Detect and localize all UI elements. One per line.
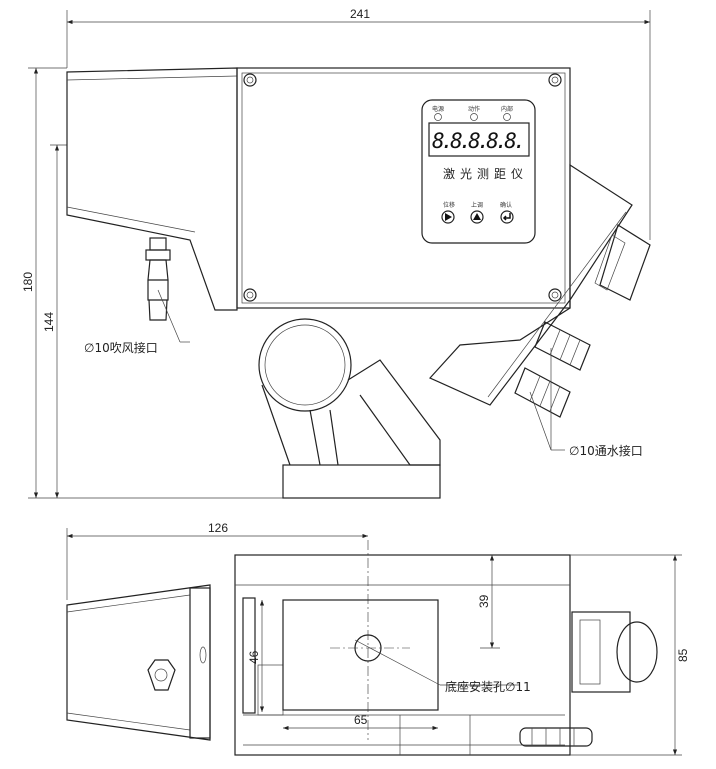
dimension-46: 46 xyxy=(247,600,265,712)
button-label: 位移 xyxy=(443,201,455,209)
dimension-126: 126 xyxy=(66,521,368,600)
nut-icon xyxy=(147,659,176,691)
water-nozzle xyxy=(534,321,591,371)
dimension-85: 85 xyxy=(570,554,690,756)
hole-label: 底座安装孔∅11 xyxy=(445,679,531,694)
led-label: 动作 xyxy=(468,105,480,113)
front-view: 241 180 144 ∅10吹风接口 xyxy=(21,7,651,499)
dimension-65: 65 xyxy=(283,713,438,731)
seven-segment-display: 8.8.8.8.8. xyxy=(432,129,526,153)
bottom-view: 126 底座安装孔∅11 39 xyxy=(66,521,690,756)
dim-label: 65 xyxy=(354,713,368,727)
play-right-icon xyxy=(445,213,452,221)
button-label: 上调 xyxy=(471,201,483,209)
main-enclosure xyxy=(236,67,571,309)
dimension-180: 180 xyxy=(21,67,283,499)
screw-icon xyxy=(548,73,562,87)
enter-icon xyxy=(502,213,511,221)
sensor-housing xyxy=(429,163,651,406)
dim-label: 241 xyxy=(350,7,370,21)
led-label: 电源 xyxy=(432,105,444,113)
mounting-base xyxy=(258,318,441,499)
dim-label: 144 xyxy=(42,312,56,332)
led-internal-icon xyxy=(503,113,511,121)
water-nozzle xyxy=(514,367,571,418)
dimension-241: 241 xyxy=(66,7,651,240)
bottom-connector xyxy=(571,611,658,693)
screw-icon xyxy=(243,288,257,302)
mounting-hole xyxy=(354,634,382,662)
air-nozzle xyxy=(145,237,190,343)
triangle-up-icon xyxy=(473,213,481,220)
dimension-144: 144 xyxy=(42,144,67,498)
dimension-39: 39 xyxy=(477,555,500,649)
air-port-label: ∅10吹风接口 xyxy=(84,340,158,355)
panel-title: 激光测距仪 xyxy=(443,167,528,181)
screw-icon xyxy=(243,73,257,87)
dim-label: 126 xyxy=(208,521,228,535)
up-button[interactable] xyxy=(470,210,484,224)
dim-label: 39 xyxy=(477,594,491,608)
bottom-water-nozzles xyxy=(519,727,593,747)
led-action-icon xyxy=(470,113,478,121)
air-hood xyxy=(66,67,238,311)
bottom-enclosure xyxy=(234,554,571,756)
control-panel: 电源 动作 内部 8.8.8.8.8. 激光测距仪 位移 上调 确认 xyxy=(421,99,536,244)
shift-button[interactable] xyxy=(441,210,455,224)
led-label: 内部 xyxy=(501,105,513,113)
bottom-hood xyxy=(66,584,211,741)
dim-label: 46 xyxy=(247,650,261,664)
button-label: 确认 xyxy=(500,201,512,209)
enter-button[interactable] xyxy=(500,210,514,224)
dim-label: 180 xyxy=(21,272,35,292)
water-port-label: ∅10通水接口 xyxy=(569,443,643,458)
screw-icon xyxy=(548,288,562,302)
dim-label: 85 xyxy=(676,648,690,662)
led-power-icon xyxy=(434,113,442,121)
